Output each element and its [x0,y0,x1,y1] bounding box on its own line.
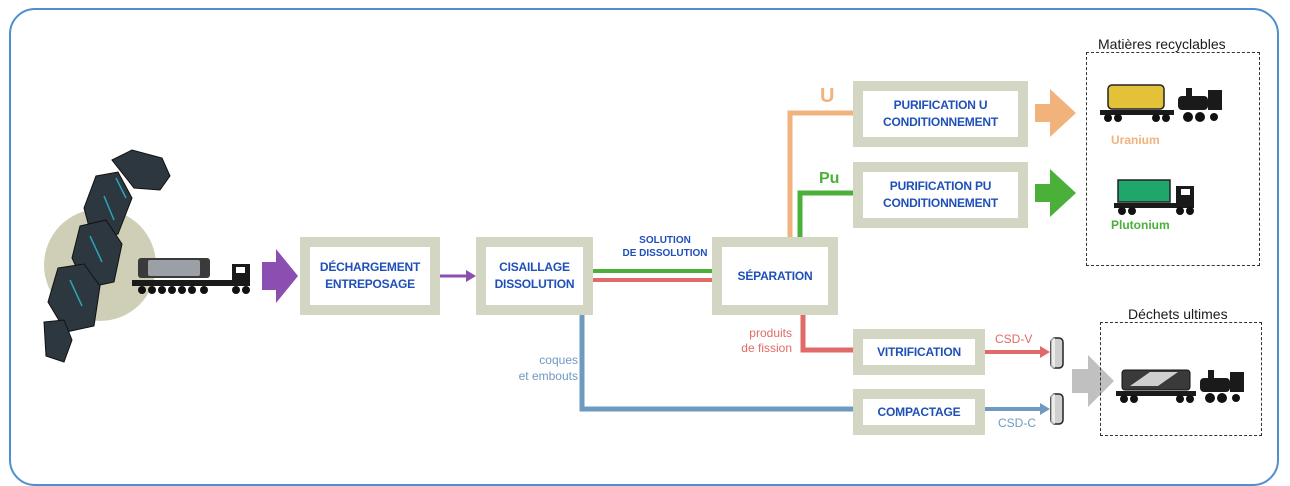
uranium-output-arrow [1035,89,1076,137]
csd-c-canister-icon [1050,393,1064,425]
solution-label: SOLUTION DE DISSOLUTION [622,235,708,259]
flow-lines [43,84,1244,425]
coques-flow-line [579,290,854,412]
fission-flow-line [800,310,854,353]
fission-products-label: produits de fission [741,326,792,355]
vitrification-box: VITRIFICATION [853,329,985,375]
cisaillage-label: CISAILLAGE DISSOLUTION [494,260,575,291]
transport-truck-illustration [132,258,250,294]
csd-c-label: CSD-C [998,416,1036,430]
plutonium-truck-icon [1114,179,1194,215]
compactage-label: COMPACTAGE [877,404,961,419]
feed-arrow [262,249,298,303]
waste-output-arrow [1072,355,1114,407]
plutonium-output-arrow [1035,169,1076,217]
separation-box: SÉPARATION [712,237,838,315]
coques-label: coques et embouts [518,353,578,383]
uranium-label: Uranium [1111,133,1160,147]
purification-pu-box: PURIFICATION PU CONDITIONNEMENT [853,162,1028,228]
purification-u-label: PURIFICATION U CONDITIONNEMENT [883,98,998,129]
dechargement-entreposage-box: DÉCHARGEMENT ENTREPOSAGE [300,237,440,315]
purification-u-box: PURIFICATION U CONDITIONNEMENT [853,81,1028,147]
waste-train-icon [1116,369,1244,403]
uranium-flow-line [787,110,854,248]
compactage-box: COMPACTAGE [853,389,985,435]
recyclables-group [1086,52,1260,266]
final-waste-title: Déchets ultimes [1124,306,1232,322]
transfer-arrow [466,270,476,282]
plutonium-label: Plutonium [1111,218,1170,232]
csd-v-label: CSD-V [995,332,1033,346]
uranium-train-icon [1100,84,1222,122]
uranium-flow-label: U [820,85,835,107]
recyclables-title: Matières recyclables [1094,36,1230,52]
final-waste-group [1100,322,1262,436]
plutonium-flow-line [797,190,854,248]
csd-v-canister-icon [1050,337,1064,369]
dechargement-label: DÉCHARGEMENT ENTREPOSAGE [319,260,421,291]
vitrification-label: VITRIFICATION [877,344,961,359]
purification-pu-label: PURIFICATION PU CONDITIONNEMENT [883,179,998,210]
process-diagram: DÉCHARGEMENT ENTREPOSAGE CISAILLAGE DISS… [9,8,1279,486]
separation-label: SÉPARATION [737,268,813,283]
spent-fuel-assembly-illustration [43,149,171,363]
cisaillage-dissolution-box: CISAILLAGE DISSOLUTION [476,237,593,315]
plutonium-flow-label: Pu [819,170,840,187]
